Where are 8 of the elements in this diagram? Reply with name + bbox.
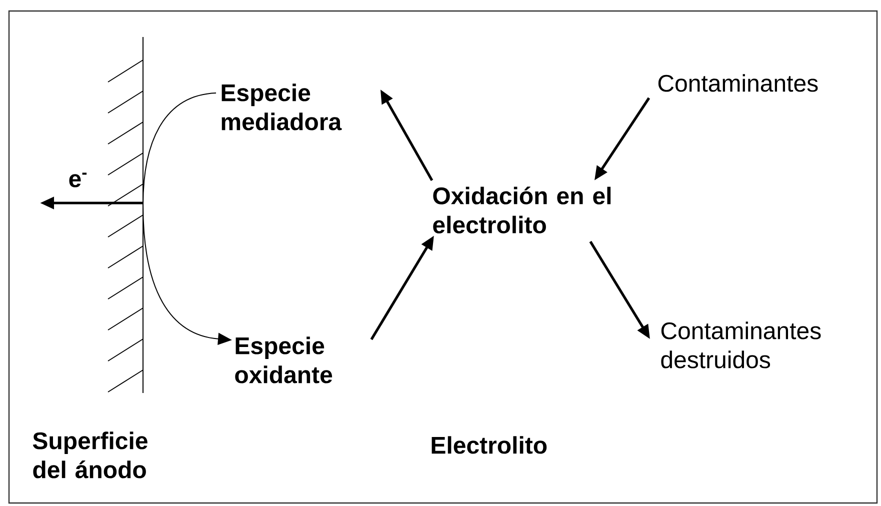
output-label: Contaminantes destruidos <box>661 322 821 368</box>
species-label: Especie mediadora <box>222 84 342 130</box>
species-label: Especie oxidante <box>235 336 332 384</box>
anode-label: Superficie del ánodo <box>32 432 148 478</box>
edge-label: e$^{-}$ <box>67 172 89 188</box>
region-label: Electrolito <box>432 436 547 454</box>
process-label: Oxidación en el electrolito <box>433 186 611 234</box>
input-label: Contaminantes <box>658 74 818 92</box>
